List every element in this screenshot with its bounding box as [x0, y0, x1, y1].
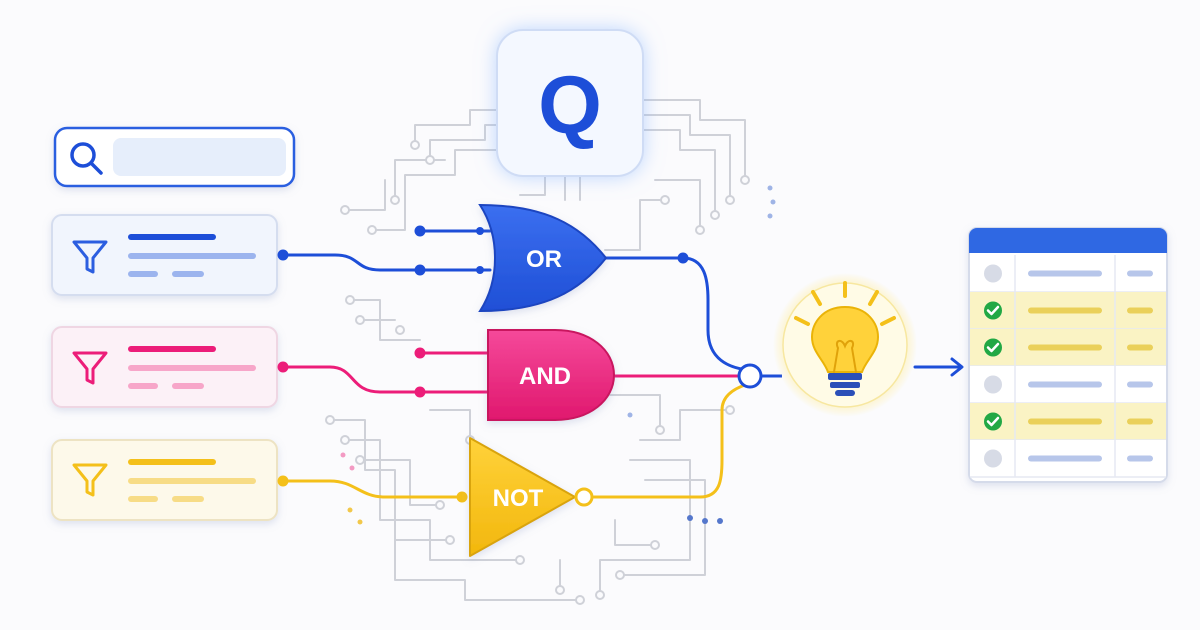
- filter-card-yellow[interactable]: [51, 439, 278, 521]
- search-bar[interactable]: [53, 126, 296, 188]
- query-letter: Q: [538, 60, 602, 151]
- output-arrow: [913, 357, 964, 377]
- not-gate-label: NOT: [493, 485, 544, 512]
- unmatched-indicator: [984, 375, 1002, 394]
- filter-icon: [72, 240, 108, 274]
- table-row: [970, 440, 1166, 478]
- decorative-dots: [340, 185, 776, 525]
- and-gate-label: AND: [519, 363, 571, 390]
- unmatched-indicator: [984, 449, 1002, 468]
- merge-node: [737, 363, 763, 389]
- search-input[interactable]: [113, 138, 286, 176]
- unmatched-indicator: [984, 264, 1002, 283]
- yellow-wires: [281, 382, 750, 499]
- circuit-pads: [325, 140, 750, 605]
- table-row: [970, 366, 1166, 404]
- not-gate: NOT: [469, 437, 594, 557]
- check-icon: [984, 412, 1002, 431]
- filter-card-blue[interactable]: [51, 214, 278, 296]
- check-icon: [984, 301, 1002, 320]
- query-badge: Q: [496, 29, 644, 177]
- check-icon: [984, 338, 1002, 357]
- table-row: [970, 329, 1166, 367]
- wire-nodes: [277, 225, 689, 503]
- pink-wires: [281, 351, 740, 394]
- filter-icon: [72, 351, 108, 385]
- table-row: [970, 403, 1166, 441]
- filter-icon: [72, 463, 108, 497]
- or-gate-label: OR: [526, 246, 562, 273]
- table-row: [970, 292, 1166, 330]
- and-gate: AND: [487, 329, 616, 421]
- light-bulb-icon: [773, 273, 917, 417]
- results-table-header: [969, 228, 1167, 253]
- filter-card-pink[interactable]: [51, 326, 278, 408]
- table-row: [970, 255, 1166, 293]
- results-table: [968, 227, 1168, 483]
- search-icon: [70, 142, 103, 175]
- or-gate: OR: [476, 203, 608, 313]
